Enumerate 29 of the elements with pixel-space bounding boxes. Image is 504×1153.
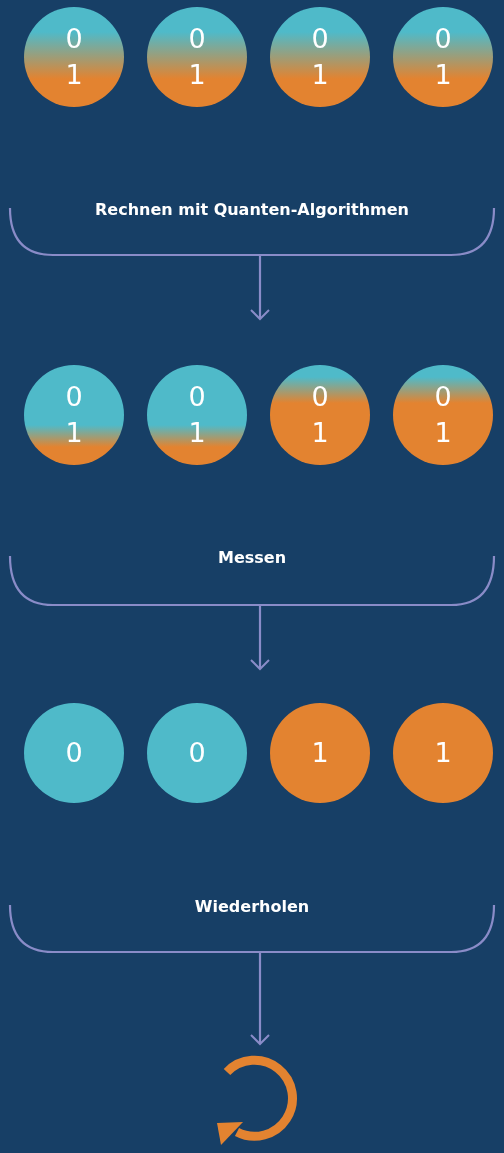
bit-value: 0 [311,380,329,414]
bracket [8,200,496,255]
bit-value: 1 [311,416,329,450]
bit-value: 1 [65,58,83,92]
bit-value: 0 [65,380,83,414]
bit-value: 1 [188,58,206,92]
bit-value: 0 [188,22,206,56]
step-label: Messen [216,548,288,567]
arrow [250,952,270,1045]
bit-value: 1 [434,736,452,770]
bit-value: 0 [434,22,452,56]
bit-value: 0 [434,380,452,414]
bit-value: 1 [434,416,452,450]
bracket [8,897,496,952]
bit-value: 1 [188,416,206,450]
bit-value: 0 [65,736,83,770]
bit-value: 0 [311,22,329,56]
bit-value: 0 [188,380,206,414]
bit-value: 1 [65,416,83,450]
bracket [8,548,496,605]
step-label: Rechnen mit Quanten-Algorithmen [94,200,410,219]
bit-value: 1 [311,58,329,92]
bit-value: 1 [434,58,452,92]
bit-value: 0 [188,736,206,770]
arrow [250,605,270,670]
bit-value: 1 [311,736,329,770]
arrow [250,255,270,320]
step-label: Wiederholen [193,897,311,916]
bit-value: 0 [65,22,83,56]
